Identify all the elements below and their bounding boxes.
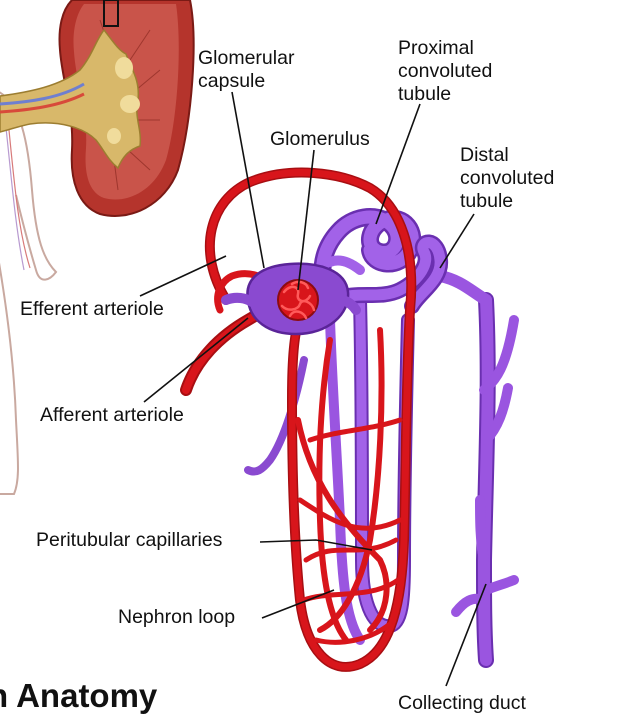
label-peritubular-capillaries: Peritubular capillaries	[36, 529, 222, 552]
body-silhouette	[0, 90, 56, 494]
label-line: tubule	[398, 83, 492, 106]
label-collecting-duct: Collecting duct	[398, 692, 526, 715]
label-line: convoluted	[398, 60, 492, 83]
label-glomerular-capsule: Glomerular capsule	[198, 47, 294, 93]
label-nephron-loop: Nephron loop	[118, 606, 235, 629]
label-efferent-arteriole: Efferent arteriole	[20, 298, 164, 321]
label-line: Proximal	[398, 37, 492, 60]
collecting-duct	[440, 276, 514, 660]
label-distal-convoluted-tubule: Distal convoluted tubule	[460, 144, 554, 213]
label-line: capsule	[198, 70, 294, 93]
label-line: tubule	[460, 190, 554, 213]
figure-title: n Anatomy	[0, 676, 157, 716]
label-line: Glomerular	[198, 47, 294, 70]
label-afferent-arteriole: Afferent arteriole	[40, 404, 184, 427]
label-glomerulus: Glomerulus	[270, 128, 370, 151]
label-proximal-convoluted-tubule: Proximal convoluted tubule	[398, 37, 492, 106]
kidney-cross-section	[0, 0, 194, 216]
label-line: Distal	[460, 144, 554, 167]
label-line: convoluted	[460, 167, 554, 190]
